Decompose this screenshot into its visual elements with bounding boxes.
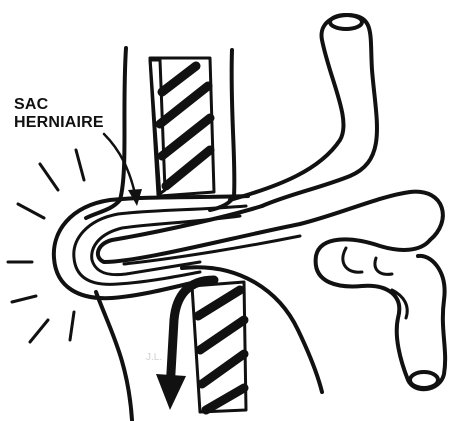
upper-abdominal-wall (86, 48, 234, 218)
lower-abdominal-wall (96, 267, 322, 420)
label-pointer (104, 134, 136, 198)
pain-rays (8, 150, 84, 342)
upper-wall-hatching (160, 66, 210, 186)
sac-herniaire-label: SAC HERNIAIRE (14, 96, 104, 132)
label-line-1: SAC (14, 96, 104, 114)
label-line-2: HERNIAIRE (14, 114, 104, 132)
lower-wall-hatching (198, 290, 244, 410)
artist-signature: J.L. (146, 352, 162, 363)
